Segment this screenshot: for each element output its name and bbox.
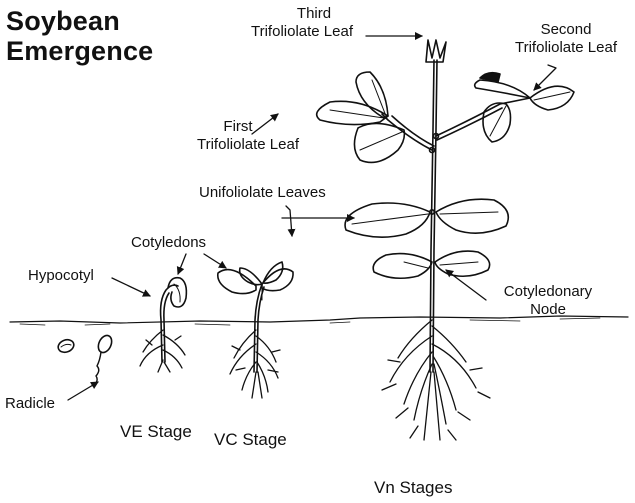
label-radicle: Radicle <box>5 395 55 412</box>
label-cotyledonary-node-line1: Cotyledonary <box>486 283 610 300</box>
label-cotyledonary-node-line2: Node <box>486 301 610 318</box>
ve-stage-plant <box>140 278 186 372</box>
label-unifoliolate-leaves: Unifoliolate Leaves <box>199 184 326 201</box>
diagram-title-line2: Emergence <box>6 36 153 66</box>
label-first-trifoliolate-line1: First <box>208 118 268 135</box>
label-first-trifoliolate-line2: Trifoliolate Leaf <box>186 136 310 153</box>
label-hypocotyl: Hypocotyl <box>28 267 94 284</box>
label-second-trifoliolate-line2: Trifoliolate Leaf <box>504 39 628 56</box>
vn-stage-plant <box>317 40 574 440</box>
label-third-trifoliolate-line2: Trifoliolate Leaf <box>240 23 364 40</box>
vc-stage-plant <box>218 262 293 398</box>
label-second-trifoliolate-line1: Second <box>516 21 616 38</box>
stage-label-vc: VC Stage <box>214 430 287 450</box>
seed-illustrations <box>56 333 114 386</box>
label-third-trifoliolate-line1: Third <box>264 5 364 22</box>
label-cotyledons: Cotyledons <box>131 234 206 251</box>
label-arrows <box>68 36 556 400</box>
stage-label-ve: VE Stage <box>120 422 192 442</box>
stage-label-vn: Vn Stages <box>374 478 452 498</box>
diagram-title-line1: Soybean <box>6 6 120 36</box>
